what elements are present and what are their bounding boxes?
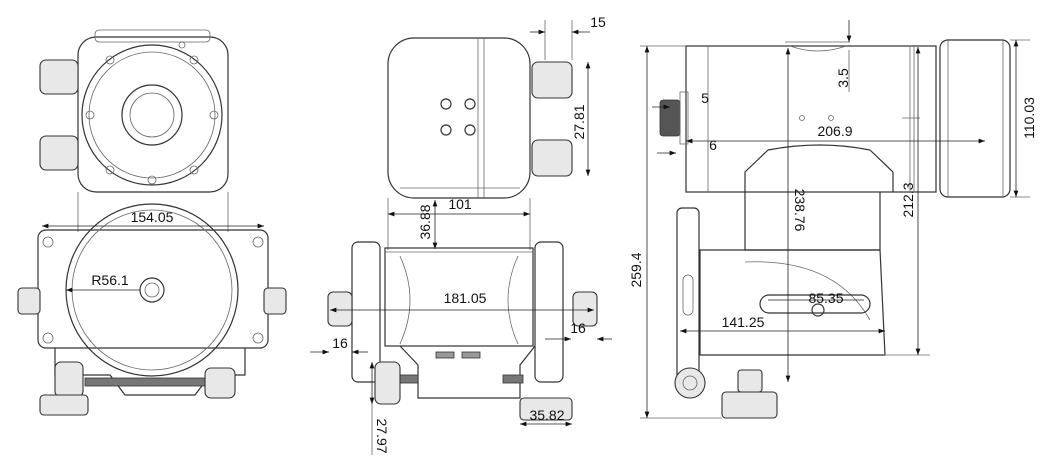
mount-holes [440, 98, 476, 136]
front-view: 154.05 R56.1 [17, 29, 287, 416]
side-knob-left [17, 287, 41, 315]
top-knob-upper [531, 61, 573, 99]
foot [519, 397, 573, 421]
dim-3-5: 3.5 [835, 68, 851, 88]
side-view: 15 27.81 101 36.88 181.05 16 16 35.82 27… [310, 14, 612, 455]
flange-screws [85, 41, 219, 185]
knurled-knob [659, 99, 681, 137]
upper-flange [81, 44, 223, 186]
side-knob-left [327, 291, 353, 327]
dim-6: 6 [709, 137, 717, 153]
dim-27-97: 27.97 [374, 418, 390, 453]
dim-154-05: 154.05 [131, 209, 174, 225]
side-plate-left [351, 241, 381, 383]
adjust-slot [759, 294, 871, 314]
mount-column [744, 192, 881, 251]
bottom-knob [374, 361, 401, 405]
foot [721, 391, 778, 419]
knob-lower-left [39, 135, 79, 171]
dim-141-25: 141.25 [722, 314, 765, 330]
middle-body [384, 247, 534, 347]
dim-15: 15 [590, 14, 606, 30]
base-plate [37, 229, 269, 349]
side-plate-right [534, 241, 564, 383]
dim-16-left: 16 [332, 335, 348, 351]
dim-16-right: 16 [570, 320, 586, 336]
top-knob-lower [531, 139, 573, 177]
top-unit [387, 37, 531, 199]
profile-view: 5 6 3.5 206.9 110.03 85.35 141.25 212.3 … [628, 20, 1037, 419]
dim-5: 5 [701, 90, 709, 106]
rotation-plate [699, 249, 886, 356]
lower-base [399, 345, 536, 399]
bottom-knob-right [204, 367, 236, 399]
dim-181-05: 181.05 [444, 290, 487, 306]
dim-101: 101 [448, 196, 472, 212]
round-knob [674, 367, 706, 399]
dim-212-3: 212.3 [900, 182, 916, 217]
dim-85-35: 85.35 [808, 290, 843, 306]
bottom-knob-left [54, 361, 84, 398]
side-knob-right [263, 287, 287, 315]
lead-screw [84, 377, 206, 387]
dim-110-03: 110.03 [1021, 97, 1037, 139]
dim-r56-1: R56.1 [91, 272, 129, 288]
dim-206-9: 206.9 [817, 123, 852, 139]
knob-upper-left [39, 59, 79, 95]
side-plate [676, 207, 700, 391]
dim-27-81: 27.81 [571, 104, 587, 139]
upper-housing [77, 36, 229, 193]
dim-35-82: 35.82 [529, 407, 564, 423]
main-body [685, 45, 937, 193]
dim-238-76: 238.76 [792, 189, 808, 232]
dim-36-88: 36.88 [417, 204, 433, 239]
mount-arch [744, 144, 894, 192]
lens-ring [939, 39, 1011, 198]
dim-259-4: 259.4 [628, 252, 644, 287]
